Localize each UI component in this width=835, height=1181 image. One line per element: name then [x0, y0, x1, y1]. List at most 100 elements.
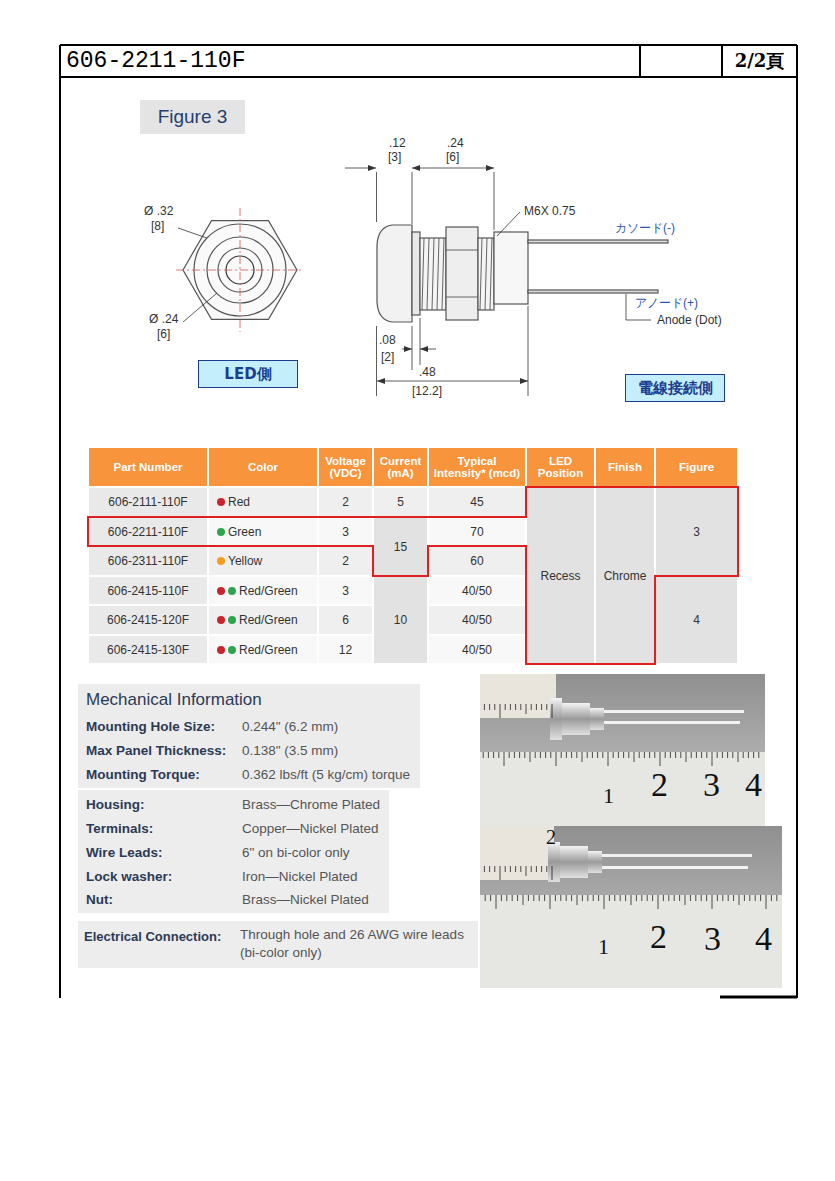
table-value: 4	[693, 613, 700, 627]
spec-name: Mounting Torque:	[86, 767, 200, 782]
table-value: 6	[342, 613, 349, 627]
ruler-tick	[701, 895, 702, 901]
table-cell: 606-2415-130F	[88, 635, 208, 664]
ruler-tick	[545, 752, 546, 758]
ruler-tick	[760, 895, 761, 901]
ruler-tick	[696, 752, 697, 758]
column-heading: Color	[246, 461, 280, 473]
table-header-cell: Typical Intensity* (mcd)	[428, 447, 526, 487]
spec-value: Iron—Nickel Plated	[242, 869, 358, 884]
dimension-label: Ø .32	[143, 204, 174, 218]
table-value: 45	[470, 495, 483, 509]
ruler-tick	[628, 752, 629, 758]
table-cell: 6	[318, 605, 373, 635]
ruler-tick	[509, 752, 510, 758]
table-header-cell: Voltage (VDC)	[318, 447, 373, 487]
ruler-tick	[533, 895, 534, 901]
ruler-tick	[540, 752, 541, 758]
table-header-cell: LED Position	[526, 447, 595, 487]
table-cell: 606-2311-110F	[88, 546, 208, 576]
ruler-tick	[531, 704, 532, 710]
table-value: 10	[394, 613, 407, 627]
table-value: Chrome	[604, 569, 647, 583]
page-frame	[60, 45, 797, 998]
ruler-tick	[613, 752, 614, 758]
ruler-tick	[571, 895, 572, 901]
table-cell: Red/Green	[208, 605, 318, 635]
ruler-tick	[505, 866, 506, 872]
ruler-tick	[530, 752, 531, 762]
table-cell: Recess	[526, 487, 595, 664]
table-cell: 2	[318, 487, 373, 517]
ruler-tick	[717, 895, 718, 901]
table-cell: 45	[428, 487, 526, 517]
ruler-tick	[670, 752, 671, 758]
ruler-tick	[587, 752, 588, 758]
ruler-tick	[526, 704, 527, 714]
table-cell: 5	[373, 487, 428, 517]
ruler-tick	[546, 866, 547, 872]
table-value: 40/50	[462, 643, 492, 657]
color-dot	[217, 528, 225, 536]
ruler-tick	[663, 895, 664, 901]
ruler-tick	[556, 752, 557, 766]
ruler-tick	[520, 866, 521, 872]
ruler-tick	[691, 752, 692, 758]
ruler-tick	[598, 895, 599, 901]
node-text: Figure 3	[158, 106, 228, 128]
spec-name: Electrical Connection:	[84, 929, 221, 944]
ruler-tick	[550, 895, 551, 909]
ruler-tick	[510, 704, 511, 710]
ruler-tick	[483, 752, 484, 758]
node-text: LED側	[224, 365, 271, 384]
ruler-tick	[528, 895, 529, 901]
ruler-tick	[631, 895, 632, 905]
ruler-tick	[712, 752, 713, 766]
table-value: 606-2415-130F	[107, 643, 189, 657]
part-number-header: 606-2211-110F	[60, 45, 640, 77]
spec-value: 6" on bi-color only	[242, 845, 350, 860]
dimension-label: M6X 0.75	[523, 204, 576, 218]
ruler-tick	[555, 895, 556, 901]
ruler-tick	[517, 895, 518, 901]
ruler-tick	[776, 895, 777, 901]
ruler-tick	[647, 895, 648, 901]
ruler-tick	[498, 752, 499, 758]
table-header-cell: Finish	[595, 447, 655, 487]
table-cell: Chrome	[595, 487, 655, 664]
spec-value: Brass—Chrome Plated	[242, 797, 380, 812]
ruler-tick	[636, 895, 637, 901]
table-cell: 606-2415-120F	[88, 605, 208, 635]
table-value: 12	[339, 643, 352, 657]
table-value: Red/Green	[239, 613, 298, 627]
table-cell: 40/50	[428, 635, 526, 664]
table-cell: 60	[428, 546, 526, 576]
ruler-number: 3	[703, 768, 720, 802]
spec-value: Brass—Nickel Plated	[242, 892, 369, 907]
ruler-tick	[524, 752, 525, 758]
ruler-tick	[604, 895, 605, 909]
ruler-tick	[665, 752, 666, 758]
spec-name: Lock washer:	[86, 869, 172, 884]
table-value: 3	[342, 584, 349, 598]
ruler-tick	[489, 866, 490, 872]
table-cell: Red	[208, 487, 318, 517]
table-cell: 606-2415-110F	[88, 576, 208, 605]
ruler-number: 3	[704, 922, 721, 956]
figure-tag: Figure 3	[140, 100, 245, 134]
ruler-tick	[733, 895, 734, 901]
table-cell: Green	[208, 517, 318, 546]
dimension-label: [3]	[387, 150, 402, 164]
dimension-label: [12.2]	[411, 384, 443, 398]
color-dot	[217, 646, 225, 654]
ruler-tick	[654, 752, 655, 758]
dimension-label: .12	[388, 136, 407, 150]
ruler-tick	[597, 752, 598, 758]
ruler-tick	[494, 866, 495, 872]
table-cell: 40/50	[428, 576, 526, 605]
table-value: 3	[342, 525, 349, 539]
ruler-tick	[582, 895, 583, 901]
table-value: 70	[470, 525, 483, 539]
ruler-tick	[686, 752, 687, 762]
ruler-tick	[512, 895, 513, 901]
